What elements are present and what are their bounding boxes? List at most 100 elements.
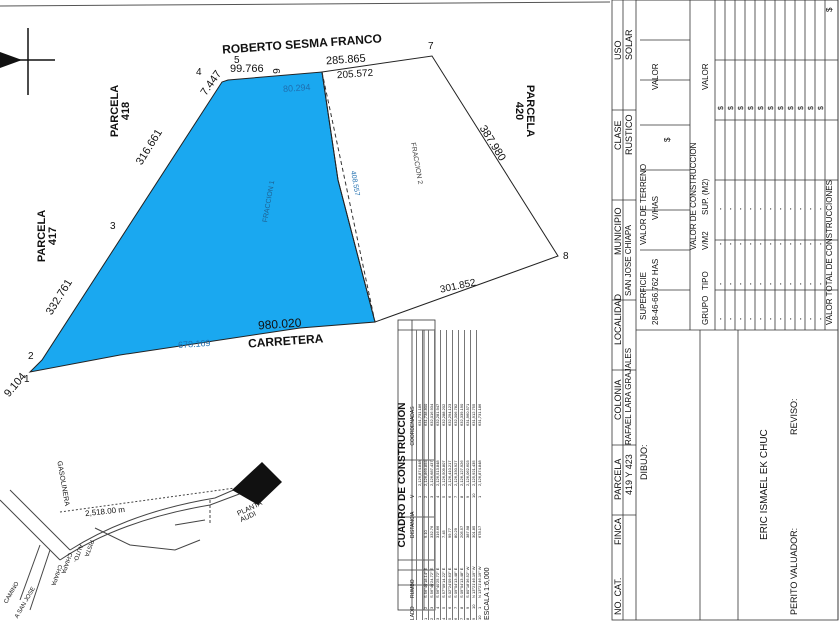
info-municipio: MUNICIPIO bbox=[613, 207, 623, 255]
empty-dash: - bbox=[738, 317, 745, 320]
currency-sign: $ bbox=[788, 106, 795, 110]
info-valor-construccion: VALOR DE CONSTRUCCION bbox=[689, 142, 698, 250]
currency-sign: $ bbox=[738, 106, 745, 110]
info-col-sup: SUP. (M2) bbox=[701, 178, 710, 215]
distance-80294: 80.294 bbox=[282, 82, 311, 94]
table-cell: 631,960.571 bbox=[465, 403, 470, 426]
table-cell: S 56°40'18.14" E bbox=[423, 567, 428, 598]
table-cell: 2,126,509.807 bbox=[441, 460, 446, 486]
empty-dash: - bbox=[748, 207, 755, 210]
table-cell: 632,288.202 bbox=[441, 403, 446, 426]
empty-dash: - bbox=[778, 242, 785, 245]
empty-dash: - bbox=[788, 207, 795, 210]
table-cell: 80.29 bbox=[453, 527, 458, 538]
table-cell: 9.10 bbox=[423, 530, 428, 538]
empty-dash: - bbox=[778, 207, 785, 210]
info-colonia: COLONIA bbox=[613, 379, 623, 420]
table-cell: 5 bbox=[441, 606, 446, 609]
th-lado: LADO bbox=[410, 606, 416, 620]
table-title: CUADRO DE CONSTRUCCION bbox=[397, 402, 408, 548]
table-cell: 631,731.186 bbox=[417, 403, 422, 426]
table-cell: 3 bbox=[435, 617, 440, 620]
table-cell: 7 bbox=[453, 606, 458, 609]
info-municipio-value: SAN JOSE CHIAPA bbox=[624, 225, 633, 296]
empty-dash: - bbox=[748, 317, 755, 320]
table-cell: S 02°24'09.63" E bbox=[447, 567, 452, 598]
table-cell: 10 bbox=[477, 615, 482, 620]
table-scale: ESCALA 1:6,000 bbox=[484, 567, 491, 620]
parcela-420-label: PARCELA 420 bbox=[513, 85, 536, 137]
empty-dash: - bbox=[758, 317, 765, 320]
table-cell: 8 bbox=[459, 495, 464, 498]
currency-sign: $ bbox=[778, 106, 785, 110]
parcela-417-label: PARCELA 417 bbox=[36, 209, 60, 263]
parcela-417-text: PARCELA 417 bbox=[36, 209, 60, 263]
table-cell: 2 bbox=[429, 617, 434, 620]
parcela-418-label: PARCELA 418 bbox=[109, 85, 132, 137]
info-total-currency: $ bbox=[825, 7, 834, 12]
empty-dash: - bbox=[788, 317, 795, 320]
table-cell: 316.66 bbox=[435, 525, 440, 538]
table-cell: 678.17 bbox=[477, 525, 482, 538]
north-arrow-icon bbox=[0, 28, 55, 95]
currency-sign: $ bbox=[758, 106, 765, 110]
table-cell: 6 bbox=[453, 617, 458, 620]
construction-table: CUADRO DE CONSTRUCCION LADO RUMBO DISTAN… bbox=[397, 330, 491, 620]
fraccion-2-area bbox=[321, 55, 559, 323]
currency-sign: $ bbox=[768, 106, 775, 110]
empty-dash: - bbox=[718, 242, 725, 245]
table-cell: 2,126,127.926 bbox=[459, 460, 464, 486]
info-finca: FINCA bbox=[613, 518, 623, 545]
empty-dash: - bbox=[728, 242, 735, 245]
table-cell: 5 bbox=[447, 617, 452, 620]
table-cell: 301.85 bbox=[471, 525, 476, 538]
location-map bbox=[0, 481, 253, 611]
table-cell: 2,126,513.848 bbox=[435, 460, 440, 486]
th-rumbo: RUMBO bbox=[410, 579, 416, 598]
table-cell: N 13°21'46.19" W bbox=[471, 566, 476, 598]
empty-dash: - bbox=[808, 207, 815, 210]
table-cell: 10 bbox=[471, 604, 476, 609]
empty-dash: - bbox=[718, 207, 725, 210]
info-col-vm2: V/M2 bbox=[701, 231, 710, 250]
table-cell: 4 bbox=[441, 617, 446, 620]
table-cell: S 56°40'25.72" E bbox=[435, 567, 440, 598]
info-col-valor: VALOR bbox=[701, 63, 710, 90]
empty-dash: - bbox=[728, 207, 735, 210]
table-cell: 2 bbox=[423, 495, 428, 498]
empty-dash: - bbox=[758, 207, 765, 210]
table-cell: 332.76 bbox=[429, 525, 434, 538]
table-cell: S 09°04'13.48" E bbox=[459, 567, 464, 598]
th-v: V bbox=[410, 494, 416, 498]
table-cell: 2,126,687.437 bbox=[429, 460, 434, 486]
table-cell: 9 bbox=[465, 495, 470, 498]
empty-dash: - bbox=[748, 282, 755, 285]
empty-dash: - bbox=[738, 242, 745, 245]
empty-dash: - bbox=[728, 282, 735, 285]
info-superficie-value: 28-46-66.762 HAS bbox=[651, 258, 660, 325]
table-cell: 632,306.782 bbox=[453, 403, 458, 426]
table-cell: 205.57 bbox=[459, 525, 464, 538]
empty-dash: - bbox=[748, 242, 755, 245]
info-panel-frame bbox=[611, 0, 839, 621]
table-cell: 4 bbox=[435, 606, 440, 609]
info-dibujo: DIBUJO: bbox=[639, 444, 649, 480]
empty-dash: - bbox=[808, 282, 815, 285]
table-cell: 4 bbox=[435, 495, 440, 498]
table-cell bbox=[417, 498, 422, 538]
th-coordenadas: COORDENADAS bbox=[410, 406, 416, 446]
table-cell: 1 bbox=[417, 495, 422, 498]
info-valor-terreno: VALOR DE TERRENO bbox=[639, 163, 648, 245]
info-localidad: LOCALIDAD bbox=[613, 293, 623, 345]
empty-dash: - bbox=[768, 242, 775, 245]
table-cell: 5 bbox=[441, 495, 446, 498]
table-cell: 1 bbox=[423, 617, 428, 620]
empty-dash: - bbox=[718, 317, 725, 320]
empty-dash: - bbox=[788, 242, 795, 245]
empty-dash: - bbox=[798, 282, 805, 285]
table-cell: 632,016.934 bbox=[429, 403, 434, 426]
empty-dash: - bbox=[788, 282, 795, 285]
